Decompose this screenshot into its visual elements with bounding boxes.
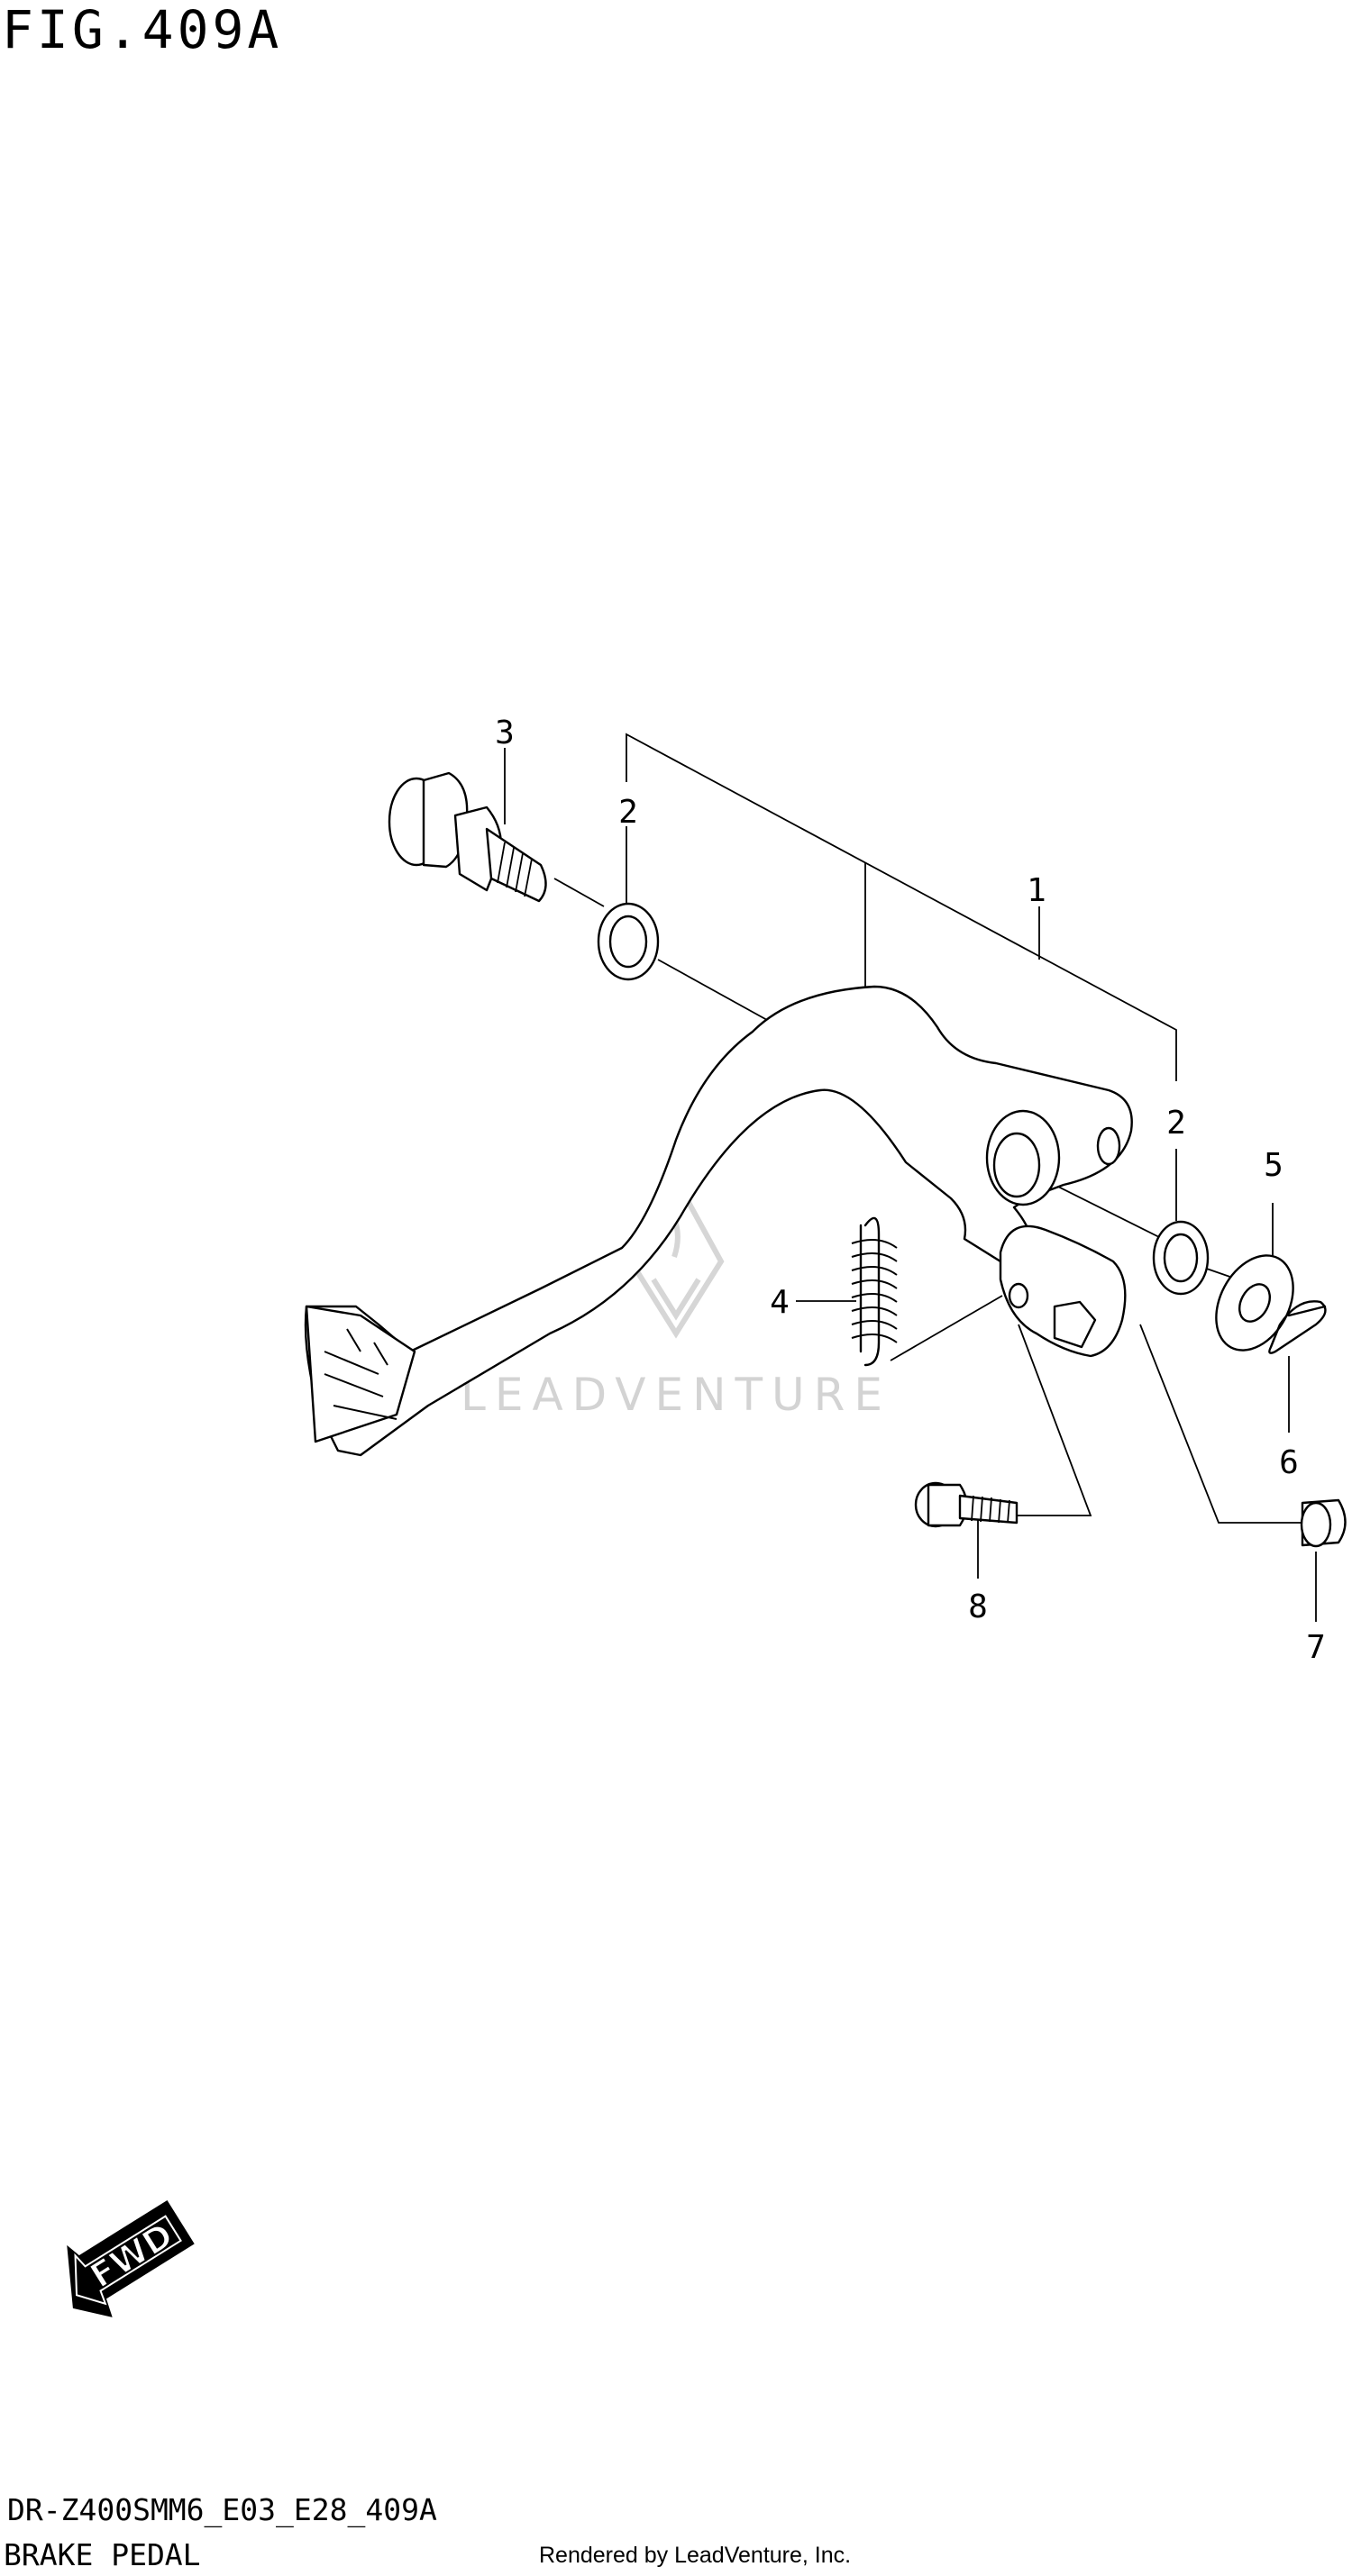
washer-left	[597, 902, 660, 981]
model-code: DR-Z400SMM6_E03_E28_409A	[7, 2492, 437, 2527]
callout-5: 5	[1264, 1147, 1283, 1184]
callouts: 1 2 2 3 4 5 6 7 8	[495, 715, 1326, 1666]
figure-title: FIG.409A	[2, 0, 283, 60]
collar-nut	[1300, 1498, 1347, 1548]
section-name: BRAKE PEDAL	[4, 2537, 201, 2572]
brake-pedal	[304, 985, 1133, 1457]
fwd-badge: FWD	[67, 2199, 195, 2317]
callout-1: 1	[1027, 872, 1046, 909]
callout-7: 7	[1306, 1629, 1326, 1666]
callout-2b: 2	[1166, 1105, 1186, 1142]
callout-6: 6	[1279, 1444, 1299, 1481]
return-spring	[851, 1216, 898, 1367]
callout-8: 8	[968, 1588, 988, 1625]
clevis-bolt	[914, 1481, 1019, 1528]
assembly-bracket	[626, 733, 1177, 1081]
pivot-bolt	[388, 771, 547, 903]
cotter-pin	[1268, 1300, 1327, 1354]
callout-4: 4	[770, 1284, 790, 1321]
rendered-by: Rendered by LeadVenture, Inc.	[539, 2543, 852, 2568]
callout-3: 3	[495, 715, 515, 751]
leader-lines	[504, 748, 1317, 1622]
flat-washer	[1215, 1254, 1294, 1352]
washer-right	[1152, 1220, 1210, 1296]
callout-2a: 2	[618, 794, 638, 831]
watermark-text: LEADVENTURE	[461, 1369, 891, 1421]
